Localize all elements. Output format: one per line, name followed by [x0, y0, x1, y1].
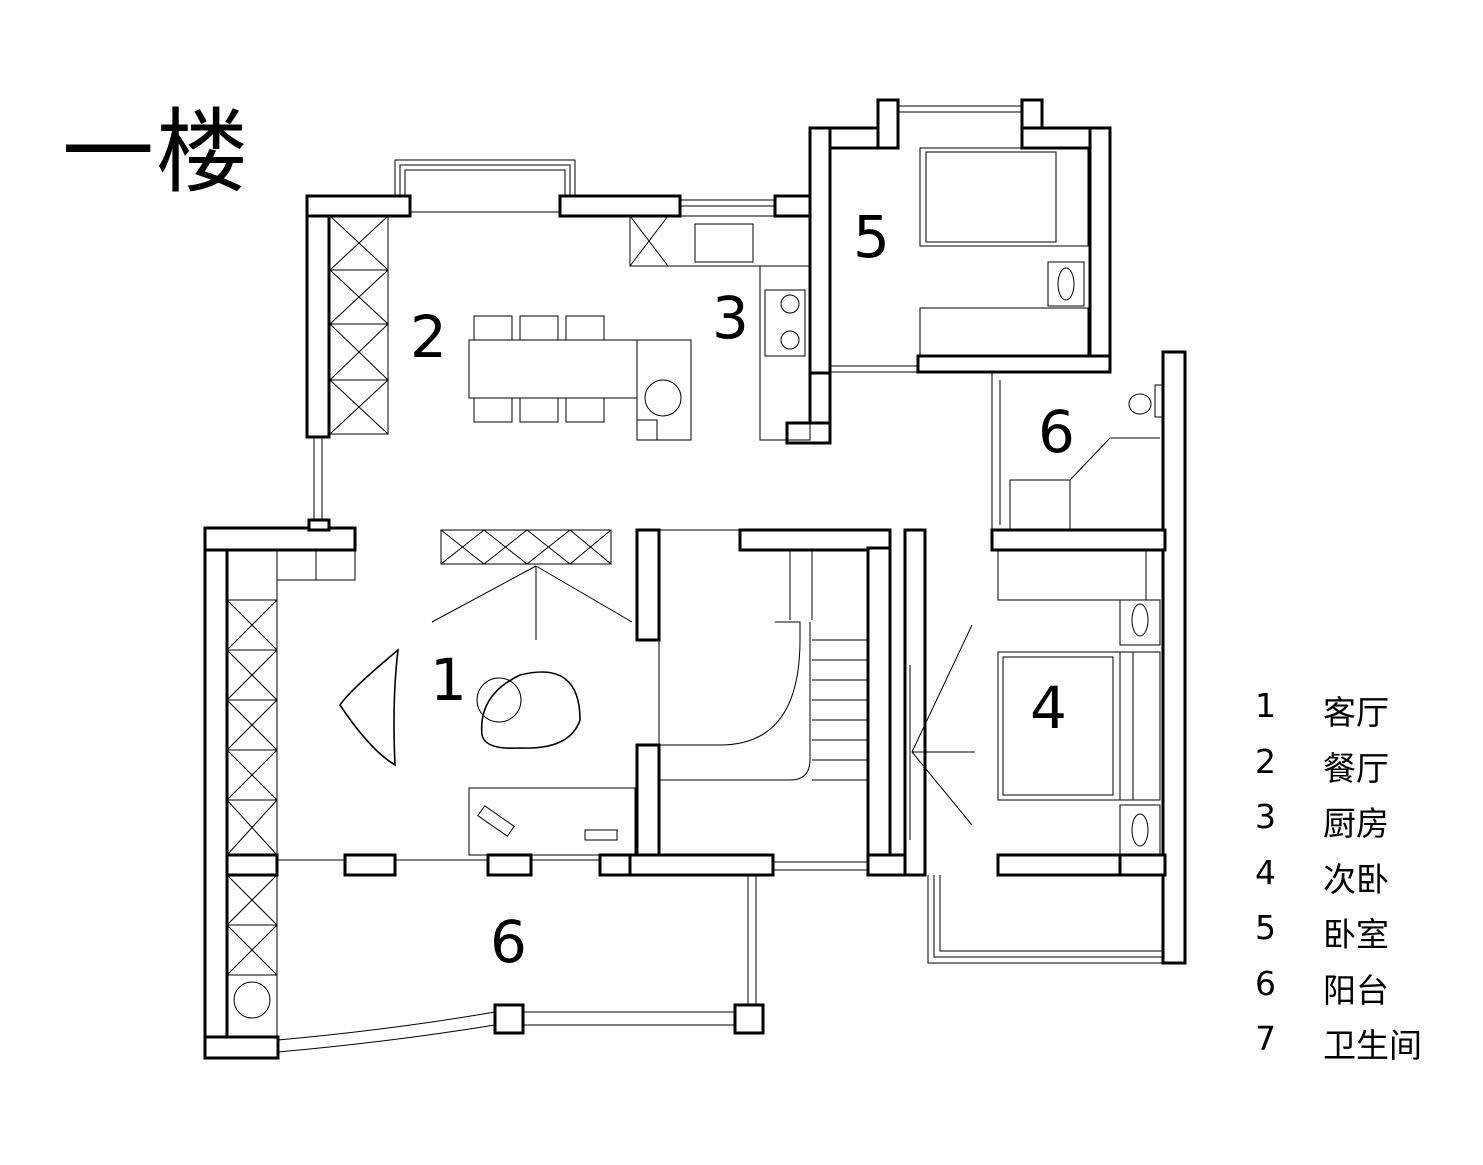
- walls: [203, 98, 1187, 1060]
- room-label-bedroom: 5: [853, 203, 890, 271]
- room-label-bathroom: 6: [1038, 398, 1075, 466]
- room-label-dining: 2: [410, 303, 447, 371]
- room-labels: 1 2 3 4 5 6 6: [410, 203, 1075, 976]
- windows-and-thin-lines: [277, 105, 1163, 1053]
- furniture: [226, 147, 1164, 1038]
- room-label-bedroom2: 4: [1030, 674, 1067, 742]
- room-label-living: 1: [430, 646, 467, 714]
- room-label-balcony: 6: [490, 908, 527, 976]
- room-label-kitchen: 3: [712, 284, 749, 352]
- floor-title: 一楼: [62, 99, 251, 206]
